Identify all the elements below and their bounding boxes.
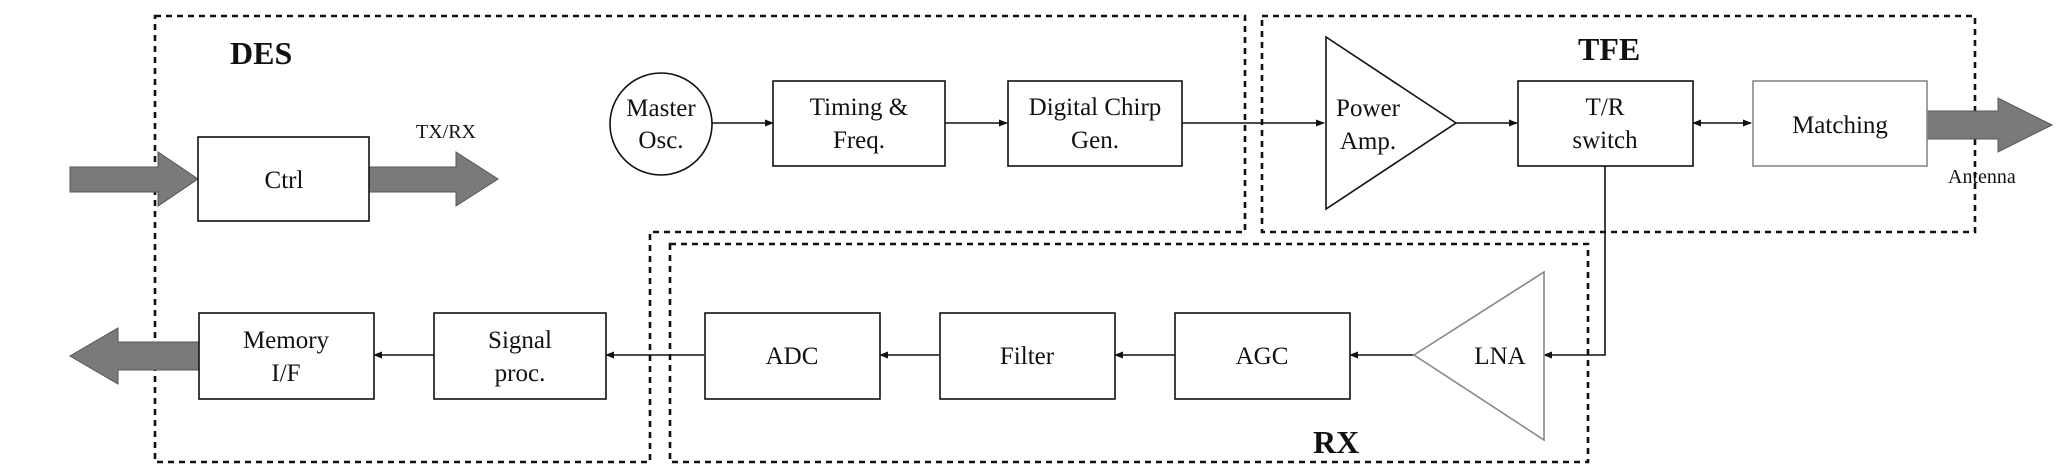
- lna-label: LNA: [1474, 343, 1525, 370]
- matching-block: Matching: [1752, 80, 1928, 167]
- memory-label-line2: I/F: [271, 360, 300, 387]
- tr-switch-label-line2: switch: [1572, 127, 1638, 154]
- power-amp-label-line1: Power: [1336, 95, 1401, 122]
- tr-switch-block: T/R switch: [1517, 80, 1694, 167]
- timing-freq-block: Timing & Freq.: [772, 80, 946, 167]
- timing-label-line2: Freq.: [833, 127, 885, 154]
- filter-label: Filter: [1000, 343, 1055, 370]
- rx-region-outline: [668, 242, 1590, 464]
- master-osc-label-line2: Osc.: [638, 127, 683, 154]
- memory-if-block: Memory I/F: [198, 312, 375, 400]
- signal-proc-label-line2: proc.: [495, 360, 546, 387]
- master-osc-label-line1: Master: [626, 95, 696, 122]
- des-title: DES: [230, 35, 292, 71]
- chirp-label-line1: Digital Chirp: [1029, 94, 1162, 121]
- tr-switch-label-line1: T/R: [1586, 94, 1625, 121]
- ctrl-label: Ctrl: [265, 167, 304, 194]
- switch-to-lna-wire: [1543, 166, 1606, 359]
- tfe-region-outline: [1260, 14, 1977, 234]
- tfe-title: TFE: [1578, 31, 1640, 67]
- rx-title: RX: [1313, 424, 1359, 460]
- filter-block: Filter: [939, 312, 1116, 400]
- agc-label: AGC: [1236, 343, 1289, 370]
- chirp-label-line2: Gen.: [1071, 127, 1119, 154]
- agc-block: AGC: [1174, 312, 1351, 400]
- signal-proc-block: Signal proc.: [433, 312, 607, 400]
- adc-label: ADC: [766, 343, 819, 370]
- signal-proc-label-line1: Signal: [488, 327, 552, 354]
- antenna-label: Antenna: [1948, 166, 2016, 188]
- txrx-label: TX/RX: [416, 121, 477, 143]
- timing-label-line1: Timing &: [810, 94, 908, 121]
- power-amp-block: Power Amp.: [1325, 35, 1458, 211]
- power-amp-label-line2: Amp.: [1340, 128, 1396, 155]
- memory-output-arrow-icon: [69, 327, 200, 385]
- digital-chirp-block: Digital Chirp Gen.: [1007, 80, 1183, 167]
- txrx-output-arrow-icon: [368, 151, 499, 207]
- lna-block: LNA: [1412, 270, 1545, 442]
- antenna-arrow-icon: [1925, 97, 2054, 153]
- des-region-outline: [153, 14, 1247, 464]
- memory-label-line1: Memory: [243, 327, 330, 354]
- ctrl-block: Ctrl: [197, 136, 370, 222]
- master-osc-block: Master Osc.: [609, 72, 713, 176]
- matching-label: Matching: [1792, 112, 1888, 139]
- ctrl-input-arrow-icon: [69, 151, 199, 207]
- adc-block: ADC: [704, 312, 881, 400]
